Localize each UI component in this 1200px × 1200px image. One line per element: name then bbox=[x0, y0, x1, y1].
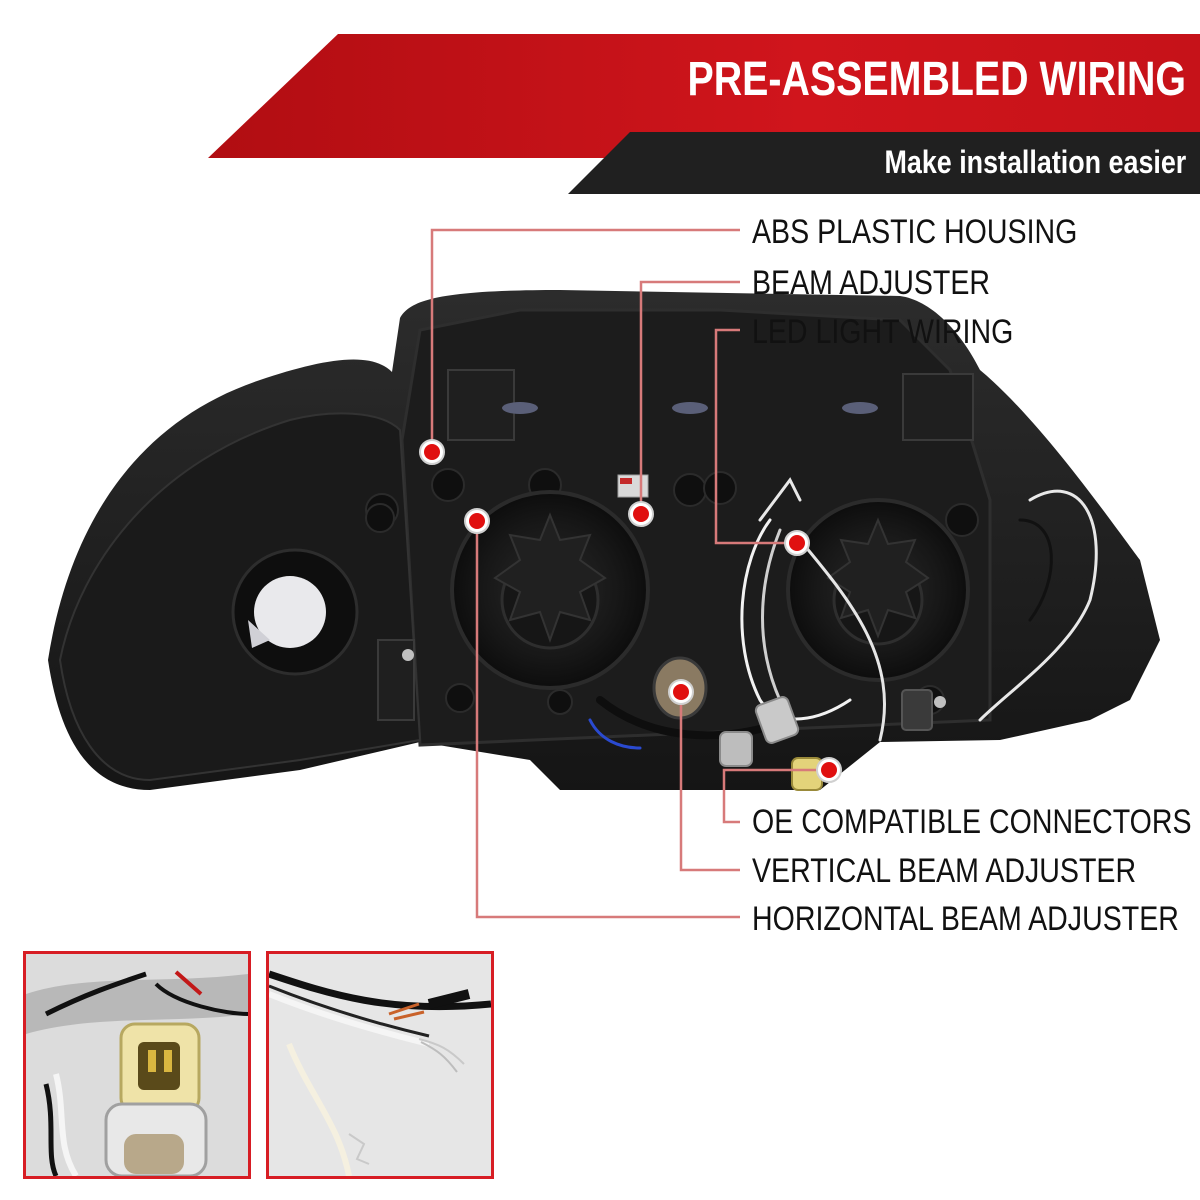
mount-tab-right bbox=[902, 373, 974, 441]
socket-tab bbox=[248, 620, 270, 648]
banner-title: PRE-ASSEMBLED WIRING bbox=[687, 53, 1186, 106]
callout-markers bbox=[419, 439, 842, 783]
sticker-mark bbox=[620, 478, 632, 484]
connector-closeup-thumbnail bbox=[23, 951, 251, 1179]
banner-subtitle: Make installation easier bbox=[884, 144, 1186, 180]
socket-opening bbox=[254, 576, 326, 648]
clip bbox=[672, 402, 708, 414]
clip bbox=[502, 402, 538, 414]
callout-oe-compatible-connectors: OE COMPATIBLE CONNECTORS bbox=[752, 803, 1192, 841]
callout-vertical-beam-adjuster: VERTICAL BEAM ADJUSTER bbox=[752, 852, 1137, 890]
grommets bbox=[365, 468, 979, 715]
wire-splice-thumbnail bbox=[266, 951, 494, 1179]
lens-fins bbox=[493, 512, 607, 643]
callout-horizontal-beam-adjuster: HORIZONTAL BEAM ADJUSTER bbox=[752, 900, 1179, 938]
leader-lines bbox=[430, 228, 829, 919]
wire-splice-image bbox=[269, 954, 491, 1176]
connectors bbox=[377, 639, 946, 791]
mount-tab-left bbox=[447, 369, 515, 441]
callout-abs-plastic-housing: ABS PLASTIC HOUSING bbox=[752, 213, 1078, 251]
clip bbox=[842, 402, 878, 414]
connector-closeup-image bbox=[26, 954, 248, 1176]
callout-beam-adjuster: BEAM ADJUSTER bbox=[752, 264, 991, 302]
subtitle-banner bbox=[568, 132, 1200, 194]
callout-led-light-wiring: LED LIGHT WIRING bbox=[752, 313, 1014, 351]
